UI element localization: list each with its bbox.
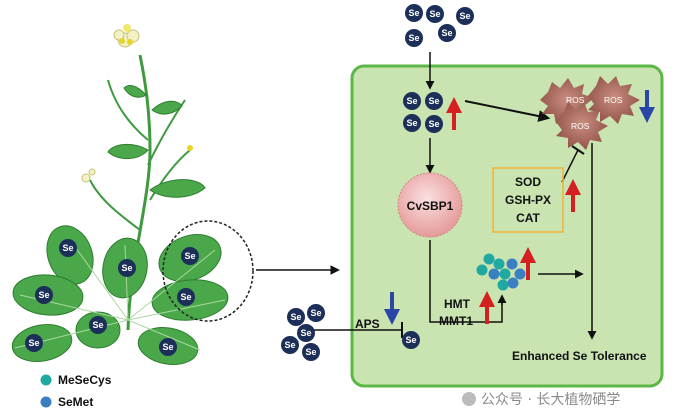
se-particle-label: Se (284, 340, 295, 350)
up-arrow-antioxidant (565, 179, 581, 212)
legend-mesecys-swatch (40, 374, 52, 386)
ros-label-1: ROS (566, 95, 585, 105)
se-particle-label: Se (305, 347, 316, 357)
se-particle-label: Se (406, 96, 417, 106)
cvsbp1-label: CvSBP1 (407, 199, 454, 213)
outcome-label: Enhanced Se Tolerance (512, 349, 647, 363)
se-particle: Se (25, 334, 43, 352)
se-particle: Se (456, 7, 474, 25)
se-particle-label: Se (38, 290, 49, 300)
se-particle: Se (181, 247, 199, 265)
se-particle-label: Se (428, 119, 439, 129)
se-particle-label: Se (162, 342, 173, 352)
se-particle: Se (405, 29, 423, 47)
se-particle: Se (425, 92, 443, 110)
se-particle-label: Se (28, 338, 39, 348)
ros-label-3: ROS (571, 121, 590, 131)
antioxidant-inhibition-line (561, 149, 579, 183)
se-particle: Se (426, 5, 444, 23)
ros-label-2: ROS (604, 95, 623, 105)
se-particle-label: Se (121, 263, 132, 273)
se-particle-label: Se (459, 11, 470, 21)
up-arrow-se (446, 97, 462, 130)
zoom-circle (162, 220, 254, 322)
hmt-label: HMT (444, 297, 471, 311)
down-arrow-ros (639, 90, 655, 123)
se-particle: Se (159, 338, 177, 356)
se-particle-label: Se (405, 335, 416, 345)
se-particle-label: Se (180, 292, 191, 302)
selenium-metabolite-cluster (476, 253, 526, 291)
wechat-icon (462, 392, 476, 406)
se-particle: Se (307, 304, 325, 322)
cvsbp1-protein: CvSBP1 (397, 172, 463, 238)
legend: MeSeCys SeMet (40, 373, 112, 409)
se-particle: Se (35, 286, 53, 304)
legend-semet-label: SeMet (58, 395, 93, 409)
antioxidant-gshpx: GSH-PX (505, 193, 551, 207)
ros-cluster: ROS ROS ROS (540, 76, 640, 150)
se-particle: Se (118, 259, 136, 277)
se-particle-label: Se (300, 328, 311, 338)
aps-label: APS (355, 317, 380, 331)
se-particle: Se (425, 115, 443, 133)
se-particle: Se (402, 331, 420, 349)
se-particle-label: Se (310, 308, 321, 318)
legend-mesecys-label: MeSeCys (58, 373, 112, 387)
se-particle-label: Se (408, 33, 419, 43)
plant-illustration (11, 24, 229, 365)
up-arrow-metabolite (520, 247, 536, 280)
antioxidant-sod: SOD (515, 175, 541, 189)
se-particle: Se (177, 288, 195, 306)
se-particle-label: Se (184, 251, 195, 261)
se-particle: Se (287, 308, 305, 326)
se-particle-label: Se (406, 118, 417, 128)
down-arrow-aps (384, 292, 400, 325)
se-particle: Se (59, 239, 77, 257)
se-particle-label: Se (428, 96, 439, 106)
se-particle: Se (438, 24, 456, 42)
se-particle: Se (403, 92, 421, 110)
se-particle-label: Se (62, 243, 73, 253)
se-to-ros-arrow (464, 100, 551, 122)
antioxidant-cat: CAT (516, 211, 540, 225)
watermark-text: 公众号 · 长大植物硒学 (481, 392, 620, 408)
se-particle: Se (302, 343, 320, 361)
up-arrow-hmt (479, 291, 495, 324)
se-particle: Se (297, 324, 315, 342)
se-particle-label: Se (290, 312, 301, 322)
se-particle: Se (281, 336, 299, 354)
watermark: 公众号 · 长大植物硒学 (462, 392, 620, 408)
se-particle-label: Se (408, 8, 419, 18)
se-particle-label: Se (92, 320, 103, 330)
se-particle: Se (89, 316, 107, 334)
mmt1-label: MMT1 (439, 314, 473, 328)
se-particle-label: Se (441, 28, 452, 38)
legend-semet-swatch (40, 396, 52, 408)
inhibition-bar (571, 145, 585, 155)
se-particle-label: Se (429, 9, 440, 19)
antioxidant-box: SOD GSH-PX CAT (492, 167, 564, 233)
se-particle: Se (403, 114, 421, 132)
se-particle: Se (405, 4, 423, 22)
cvsbp1-to-metabolite-path (429, 240, 503, 323)
